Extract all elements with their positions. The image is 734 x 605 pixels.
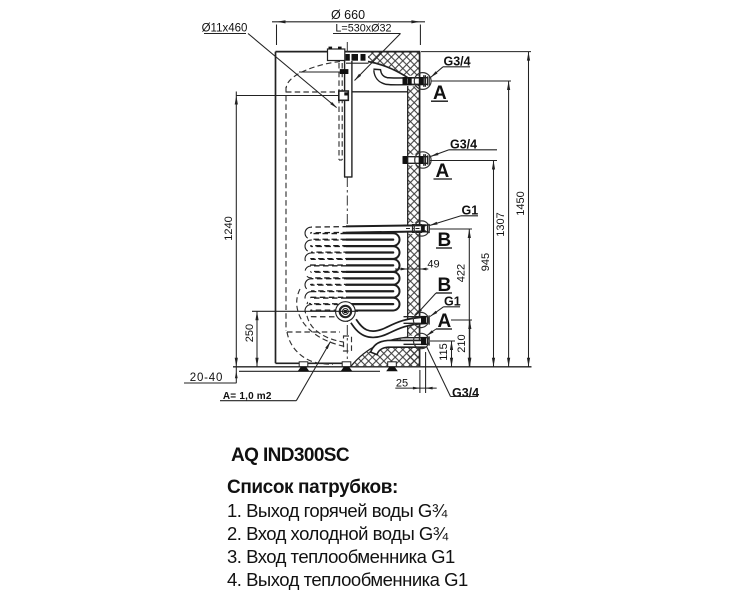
svg-text:A: A bbox=[436, 161, 450, 182]
svg-text:422: 422 bbox=[455, 264, 467, 282]
svg-text:1240: 1240 bbox=[223, 216, 235, 240]
svg-text:1307: 1307 bbox=[495, 212, 507, 236]
svg-text:G1: G1 bbox=[462, 204, 479, 218]
svg-text:G1: G1 bbox=[444, 295, 461, 309]
svg-text:1450: 1450 bbox=[515, 191, 527, 215]
svg-text:B: B bbox=[438, 230, 452, 251]
svg-text:A: A bbox=[438, 311, 452, 332]
svg-text:25: 25 bbox=[396, 378, 408, 390]
svg-text:Ø 660: Ø 660 bbox=[331, 8, 365, 22]
svg-text:A: A bbox=[433, 83, 447, 104]
svg-text:210: 210 bbox=[456, 334, 468, 352]
svg-text:115: 115 bbox=[438, 343, 450, 361]
svg-text:G3/4: G3/4 bbox=[450, 138, 477, 152]
svg-text:250: 250 bbox=[244, 324, 256, 342]
svg-text:G3/4: G3/4 bbox=[444, 55, 471, 69]
svg-text:Ø11x460: Ø11x460 bbox=[202, 22, 248, 34]
svg-text:B: B bbox=[438, 275, 452, 296]
svg-text:G3/4: G3/4 bbox=[452, 386, 479, 400]
svg-text:20-40: 20-40 bbox=[190, 372, 223, 384]
svg-text:A= 1,0 m2: A= 1,0 m2 bbox=[223, 391, 272, 402]
svg-text:L=530xØ32: L=530xØ32 bbox=[335, 22, 391, 34]
svg-text:945: 945 bbox=[480, 253, 492, 271]
svg-text:49: 49 bbox=[427, 259, 439, 271]
